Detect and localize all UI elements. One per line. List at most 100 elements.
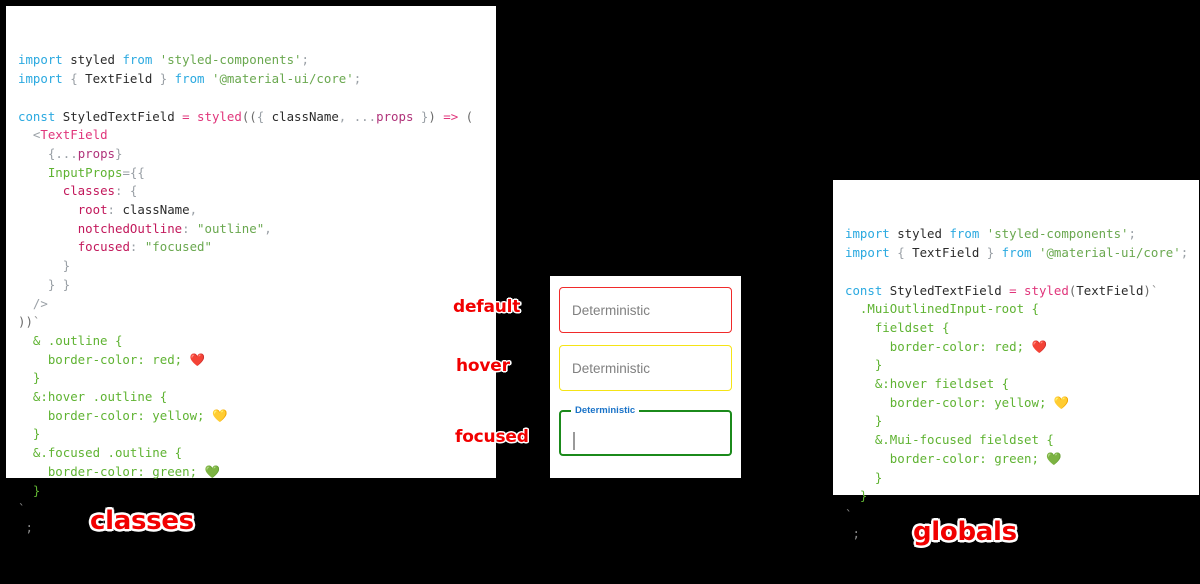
- code-token: TextField: [85, 71, 153, 87]
- code-token: from: [122, 52, 160, 68]
- code-token: ❤️: [189, 351, 206, 367]
- code-token: StyledTextField: [889, 282, 1010, 298]
- code-token: import: [18, 71, 71, 87]
- code-line: import styled from 'styled-components';: [18, 51, 486, 70]
- code-token: styled: [1024, 282, 1069, 298]
- code-token: {: [70, 71, 86, 87]
- code-line: [18, 89, 486, 108]
- code-line: border-color: red; ❤️: [845, 338, 1189, 357]
- code-line: import styled from 'styled-components';: [845, 225, 1189, 244]
- code-token: <: [18, 127, 41, 143]
- code-token: ((: [241, 108, 257, 124]
- code-token: '@material-ui/core': [211, 71, 354, 87]
- textfield-default-value[interactable]: Deterministic: [572, 302, 651, 318]
- code-token: `: [845, 506, 853, 522]
- code-line: import { TextField } from '@material-ui/…: [18, 70, 486, 89]
- code-line: />: [18, 295, 486, 314]
- code-token: props: [77, 145, 116, 161]
- code-token: ): [428, 108, 444, 124]
- code-token: ): [1143, 282, 1151, 298]
- code-token: from: [174, 71, 212, 87]
- code-token: (: [465, 108, 474, 124]
- code-line: `: [845, 506, 1189, 525]
- code-token: ;: [301, 52, 309, 68]
- code-token: {: [897, 245, 913, 261]
- code-token: import: [18, 52, 71, 68]
- annotation-focused: focused: [455, 427, 529, 447]
- code-token: }: [979, 245, 1002, 261]
- code-token: `: [32, 314, 41, 330]
- code-line: &.Mui-focused fieldset {: [845, 431, 1189, 450]
- code-token: ;: [18, 519, 33, 535]
- code-line: fieldset {: [845, 319, 1189, 338]
- code-token: props: [376, 108, 414, 124]
- code-line: &:hover .outline {: [18, 388, 486, 407]
- code-token: notchedOutline: [77, 220, 183, 236]
- code-token: ...: [353, 108, 377, 124]
- code-token: }: [115, 145, 123, 161]
- code-token: InputProps: [47, 164, 123, 180]
- code-token: root: [77, 202, 108, 218]
- code-token: (: [1068, 282, 1077, 298]
- code-line: classes: {: [18, 182, 486, 201]
- code-line: }: [845, 412, 1189, 431]
- code-token: &.Mui-focused fieldset {: [845, 432, 1054, 448]
- code-token: import: [845, 226, 898, 242]
- code-token: :: [182, 220, 198, 236]
- code-token: }: [152, 71, 175, 87]
- code-token: :: [129, 239, 145, 255]
- code-line: border-color: red; ❤️: [18, 351, 486, 370]
- code-token: ,: [338, 108, 354, 124]
- annotation-default: default: [453, 297, 521, 317]
- code-token: from: [1001, 245, 1039, 261]
- code-token: {: [256, 108, 272, 124]
- code-line: ;: [18, 519, 486, 538]
- textfield-hover[interactable]: Deterministic: [559, 345, 732, 391]
- code-line: {...props}: [18, 145, 486, 164]
- code-token: className: [271, 108, 339, 124]
- code-line: const StyledTextField = styled(({ classN…: [18, 108, 486, 127]
- code-line: & .outline {: [18, 332, 486, 351]
- code-line: } }: [18, 276, 486, 295]
- code-line: }: [18, 369, 486, 388]
- code-token: =: [1009, 282, 1025, 298]
- code-line: &.focused .outline {: [18, 444, 486, 463]
- code-token: const: [845, 282, 890, 298]
- code-token: from: [949, 226, 987, 242]
- code-token: 'styled-components': [159, 52, 302, 68]
- code-token: ,: [189, 202, 198, 218]
- code-token: ={{: [122, 164, 145, 180]
- textfield-focused[interactable]: Deterministic: [559, 406, 732, 456]
- code-line: }: [18, 482, 486, 501]
- code-token: [18, 239, 78, 254]
- code-line: [845, 263, 1189, 282]
- textfield-default[interactable]: Deterministic: [559, 287, 732, 333]
- code-token: :: [107, 202, 123, 218]
- annotation-hover: hover: [456, 356, 510, 376]
- code-token: border-color: green;: [18, 463, 205, 479]
- code-token: [18, 165, 48, 180]
- code-token: '@material-ui/core': [1038, 245, 1181, 261]
- code-token: TextField: [1076, 282, 1144, 298]
- code-token: ;: [353, 71, 362, 87]
- code-line: &:hover fieldset {: [845, 375, 1189, 394]
- code-token: focused: [77, 239, 130, 255]
- code-token: border-color: yellow;: [18, 407, 212, 423]
- code-token: ...: [55, 145, 78, 161]
- code-token: =>: [443, 108, 466, 124]
- code-line: .MuiOutlinedInput-root {: [845, 300, 1189, 319]
- code-token: classes: [62, 183, 115, 199]
- code-token: &:hover fieldset {: [845, 376, 1010, 392]
- code-token: import: [845, 245, 898, 261]
- code-line: }: [845, 469, 1189, 488]
- caption-classes: classes: [90, 506, 194, 536]
- code-token: }: [845, 469, 883, 485]
- code-line: }: [18, 425, 486, 444]
- code-token: }: [18, 258, 71, 274]
- code-token: }: [845, 488, 868, 504]
- code-line: ))`: [18, 313, 486, 332]
- textfield-hover-value[interactable]: Deterministic: [572, 360, 651, 376]
- code-token: TextField: [912, 245, 980, 261]
- code-line: ;: [845, 525, 1189, 544]
- code-line: border-color: green; 💚: [845, 450, 1189, 469]
